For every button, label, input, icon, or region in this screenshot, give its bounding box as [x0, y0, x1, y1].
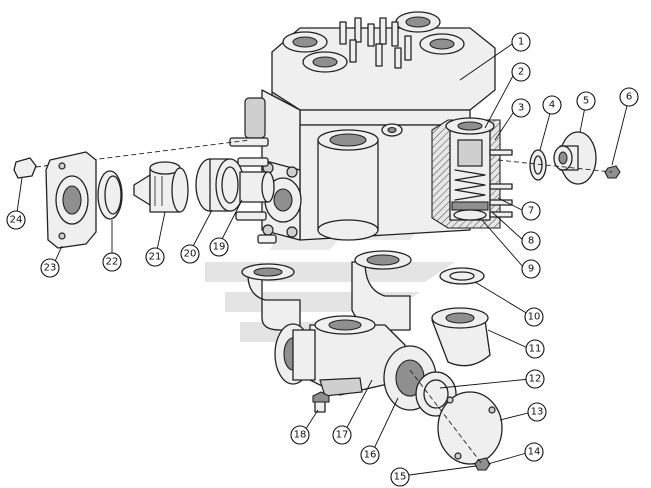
- lower-cylinder: [317, 129, 379, 241]
- callout-21: 21: [145, 247, 165, 267]
- callout-8: 8: [521, 231, 541, 251]
- part-22-gasket-ring: [97, 170, 123, 220]
- part-19-bushing: [239, 171, 275, 203]
- callout-6: 6: [619, 87, 639, 107]
- callout-4-label: 4: [549, 100, 555, 111]
- callout-1-label: 1: [518, 37, 524, 48]
- callout-18-label: 18: [294, 430, 307, 441]
- callout-14-label: 14: [528, 447, 541, 458]
- callout-9: 9: [521, 259, 541, 279]
- part-6-nut: [604, 165, 621, 179]
- callout-24: 24: [6, 210, 26, 230]
- callout-17: 17: [332, 425, 352, 445]
- callout-14: 14: [524, 442, 544, 462]
- callout-18: 18: [290, 425, 310, 445]
- callout-20-label: 20: [184, 249, 197, 260]
- part-13-cover-disc: [437, 391, 503, 465]
- callout-5-label: 5: [583, 96, 589, 107]
- callout-11: 11: [525, 339, 545, 359]
- callout-23-label: 23: [44, 263, 57, 274]
- part-10-gasket: [439, 267, 485, 285]
- callout-22: 22: [102, 252, 122, 272]
- callout-10: 10: [524, 307, 544, 327]
- sectioned-check-valve: [431, 117, 513, 229]
- callout-17-label: 17: [336, 430, 349, 441]
- part-24-nut: [13, 157, 37, 179]
- part-14-nut: [474, 457, 491, 471]
- top-pins: [339, 17, 412, 69]
- part-18-bolt: [312, 391, 330, 413]
- callout-12: 12: [525, 369, 545, 389]
- callout-24-label: 24: [10, 215, 23, 226]
- callout-10-label: 10: [528, 312, 541, 323]
- callout-15: 15: [390, 467, 410, 487]
- part-23-flange: [45, 151, 97, 249]
- callout-2: 2: [511, 62, 531, 82]
- valve-body-block: [229, 11, 496, 244]
- callout-19-label: 19: [213, 242, 226, 253]
- callout-12-label: 12: [529, 374, 542, 385]
- part-11-flange-elbow: [431, 307, 491, 367]
- callout-16: 16: [360, 445, 380, 465]
- callout-22-label: 22: [106, 257, 119, 268]
- callout-20: 20: [180, 244, 200, 264]
- callout-2-label: 2: [518, 67, 524, 78]
- callout-9-label: 9: [528, 264, 534, 275]
- callout-3-label: 3: [518, 103, 524, 114]
- callout-4: 4: [542, 95, 562, 115]
- part-21-valve-seat: [133, 161, 189, 213]
- part-4-ring: [529, 149, 547, 181]
- part-20-sleeve: [195, 158, 245, 212]
- callout-6-label: 6: [626, 92, 632, 103]
- callout-1: 1: [511, 32, 531, 52]
- callout-19: 19: [209, 237, 229, 257]
- part-17-pipe-assembly: [241, 250, 412, 397]
- callout-7: 7: [521, 201, 541, 221]
- callout-13: 13: [527, 402, 547, 422]
- studs: [229, 137, 277, 244]
- callout-5: 5: [576, 91, 596, 111]
- part-5-cover-flange: [553, 131, 597, 185]
- callout-15-label: 15: [394, 472, 407, 483]
- callout-7-label: 7: [528, 206, 534, 217]
- callout-23: 23: [40, 258, 60, 278]
- callout-8-label: 8: [528, 236, 534, 247]
- callout-11-label: 11: [529, 344, 542, 355]
- callout-3: 3: [511, 98, 531, 118]
- callout-13-label: 13: [531, 407, 544, 418]
- callout-16-label: 16: [364, 450, 377, 461]
- callout-21-label: 21: [149, 252, 162, 263]
